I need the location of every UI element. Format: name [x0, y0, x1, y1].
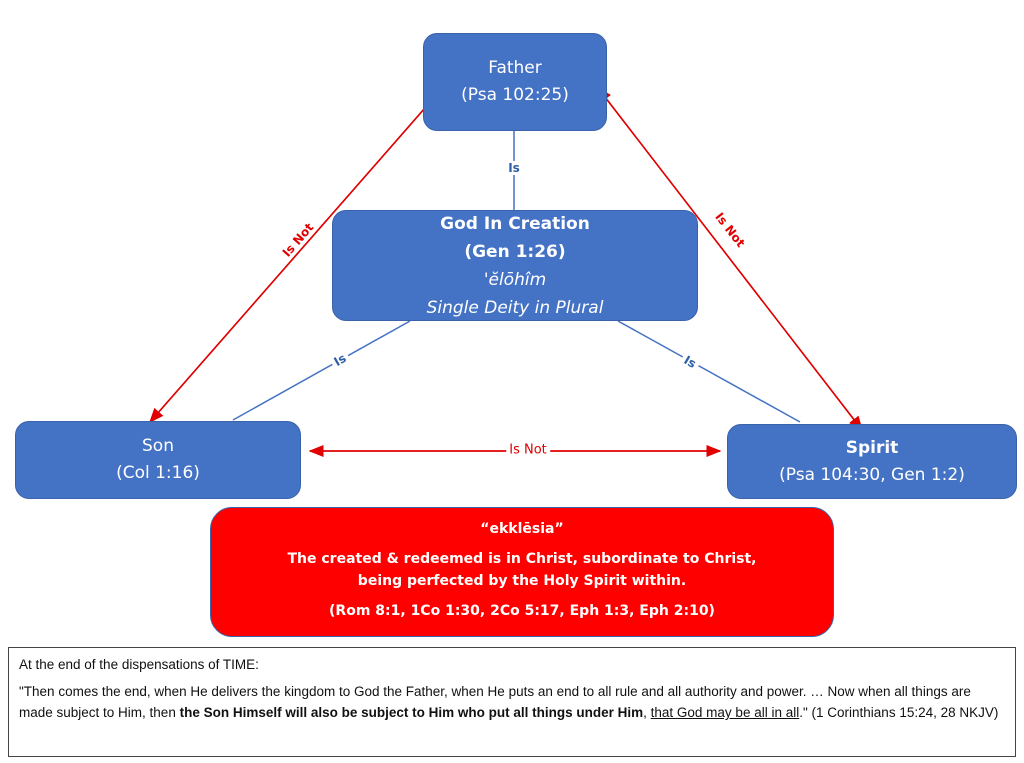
- label-isnot-son-spirit: Is Not: [506, 442, 550, 458]
- son-name: Son: [142, 436, 174, 456]
- ekklesia-refs: (Rom 8:1, 1Co 1:30, 2Co 5:17, Eph 1:3, E…: [329, 603, 715, 619]
- son-ref: (Col 1:16): [116, 463, 200, 483]
- quote-bold: the Son Himself will also be subject to …: [179, 705, 644, 720]
- quote-mid: ,: [643, 705, 651, 720]
- ekklesia-line2: being perfected by the Holy Spirit withi…: [357, 573, 687, 589]
- son-box: Son (Col 1:16): [15, 421, 301, 499]
- god-ref: (Gen 1:26): [464, 241, 566, 262]
- ekklesia-title: “ekklēsia”: [480, 521, 564, 537]
- quote-end: ." (1 Corinthians 15:24, 28 NKJV): [799, 705, 999, 720]
- spirit-name: Spirit: [845, 437, 899, 458]
- god-hebrew: 'ĕlōhîm: [483, 269, 547, 290]
- line-god-spirit: [617, 320, 801, 423]
- god-title: God In Creation: [440, 213, 590, 234]
- ekklesia-box: “ekklēsia” The created & redeemed is in …: [210, 507, 834, 637]
- scripture-note: At the end of the dispensations of TIME:…: [8, 647, 1016, 757]
- god-box: God In Creation (Gen 1:26) 'ĕlōhîm Singl…: [332, 210, 698, 321]
- quote-underline: that God may be all in all: [650, 705, 800, 720]
- quote-start: "Then comes the end, when He delivers th…: [19, 684, 971, 720]
- note-quote: "Then comes the end, when He delivers th…: [19, 681, 1005, 723]
- god-desc: Single Deity in Plural: [426, 297, 604, 318]
- ekklesia-line1: The created & redeemed is in Christ, sub…: [287, 551, 757, 567]
- note-heading: At the end of the dispensations of TIME:: [19, 657, 259, 672]
- line-god-son: [232, 320, 411, 421]
- father-box: Father (Psa 102:25): [423, 33, 607, 131]
- spirit-ref: (Psa 104:30, Gen 1:2): [779, 464, 965, 485]
- spirit-box: Spirit (Psa 104:30, Gen 1:2): [727, 424, 1017, 499]
- father-name: Father: [488, 58, 542, 78]
- label-is-father: Is: [505, 161, 523, 175]
- father-ref: (Psa 102:25): [461, 85, 569, 105]
